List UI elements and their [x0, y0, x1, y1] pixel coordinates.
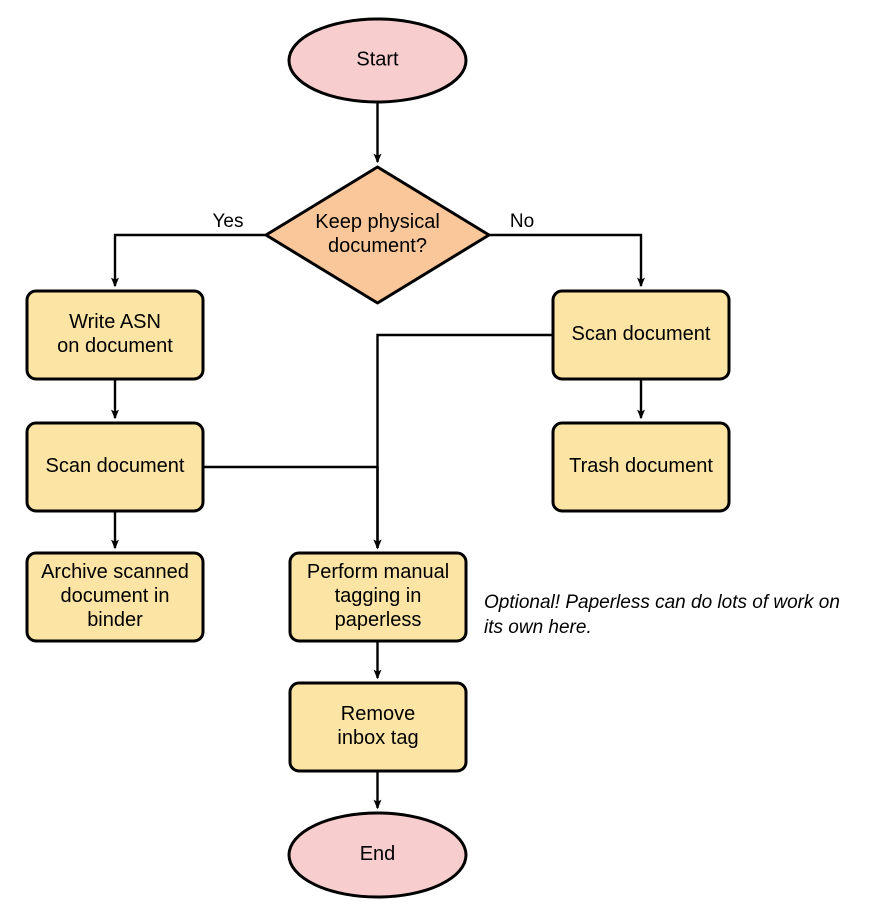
decision-keep-physical-document-shape [264, 165, 491, 305]
start-terminator[interactable]: Start [287, 17, 468, 104]
edge-keep-physical-yes-to-write-asn [111, 233, 266, 288]
annotations-layer: Optional! Paperless can do lots of work … [484, 592, 840, 638]
edge-labels-layer: Yes No [213, 211, 535, 232]
process-perform-manual-tagging-in-paperless-shape [288, 551, 468, 643]
process-scan-document-discard-label: Scan document [572, 323, 711, 345]
process-scan-document-discard-shape [551, 289, 731, 381]
edge-keep-physical-no-to-scan-right [489, 233, 645, 288]
process-scan-document-keep-label: Scan document [46, 455, 185, 477]
process-write-asn-on-document-shape [25, 289, 205, 381]
edges-layer [111, 102, 645, 810]
end-terminator[interactable]: End [287, 811, 468, 899]
process-archive-scanned-document-in-binder-shape [25, 551, 205, 643]
process-trash-document-shape [551, 421, 731, 513]
process-scan-document-keep[interactable]: Scan document [25, 421, 205, 513]
edge-scan-document-to-manual-tagging [203, 465, 382, 550]
edge-scan-document-discard-to-manual-tagging [373, 333, 553, 550]
end-terminator-shape [287, 811, 468, 899]
process-remove-inbox-tag-shape [288, 681, 468, 773]
process-trash-document-label: Trash document [569, 455, 713, 477]
end-terminator-label: End [360, 843, 396, 865]
start-terminator-shape [287, 17, 468, 104]
process-scan-document-discard[interactable]: Scan document [551, 289, 731, 381]
edge-label-yes: Yes [213, 211, 244, 232]
process-trash-document[interactable]: Trash document [551, 421, 731, 513]
start-terminator-label: Start [356, 49, 399, 71]
annotation-optional-paperless: Optional! Paperless can do lots of work … [484, 592, 840, 638]
edge-label-no: No [510, 211, 534, 232]
process-scan-document-keep-shape [25, 421, 205, 513]
